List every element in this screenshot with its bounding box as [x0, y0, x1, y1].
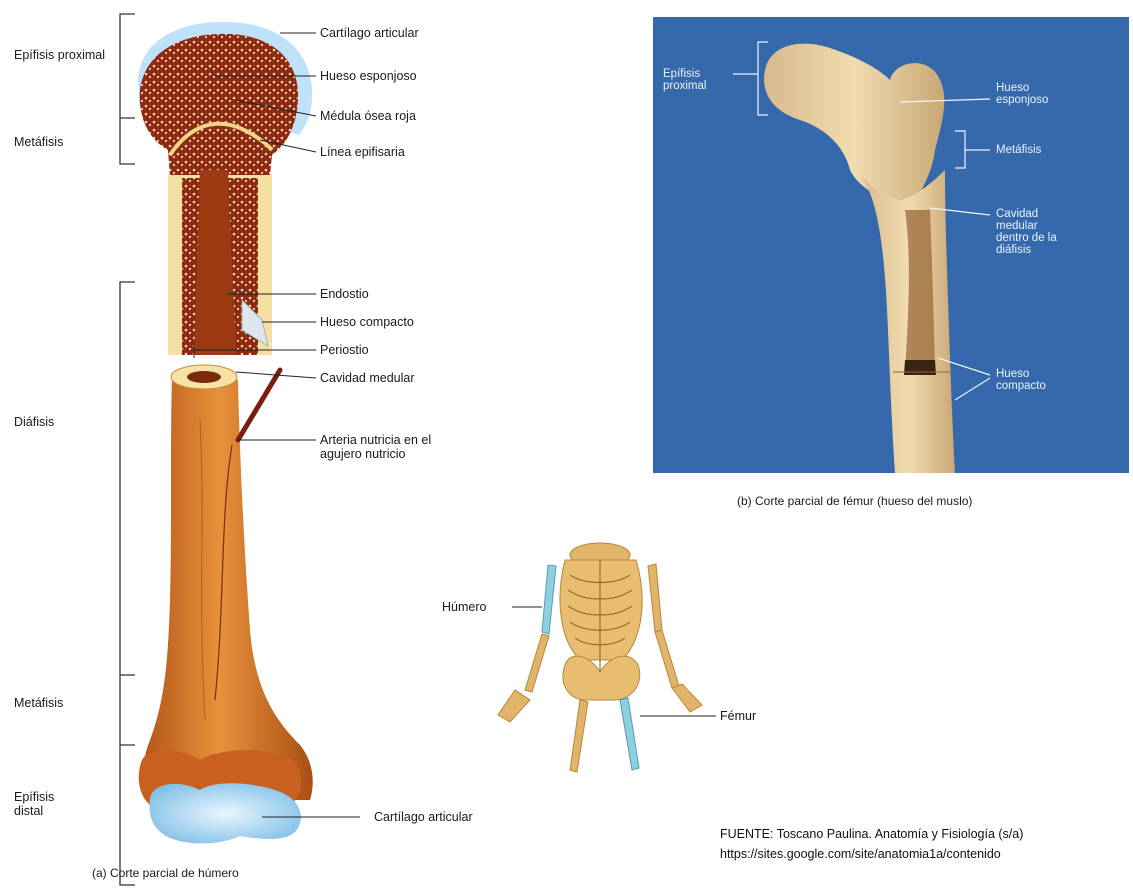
region-label-metafisis-lower: Metáfisis — [14, 696, 63, 710]
label-cartilago-articular-distal: Cartílago articular — [374, 810, 473, 824]
region-label-epifisis-proximal: Epífisis proximal — [14, 48, 105, 62]
label-endostio: Endostio — [320, 287, 369, 301]
skeleton-figure — [498, 543, 702, 772]
label-medula-osea-roja: Médula ósea roja — [320, 109, 416, 123]
humerus-lower — [139, 365, 313, 843]
source-citation: FUENTE: Toscano Paulina. Anatomía y Fisi… — [720, 824, 1023, 844]
caption-humero: (a) Corte parcial de húmero — [92, 866, 239, 880]
label-arteria-nutricia: Arteria nutricia en el agujero nutricio — [320, 433, 460, 461]
humerus-upper — [138, 22, 312, 355]
label-periostio: Periostio — [320, 343, 369, 357]
femur-label-epifisis-proximal: Epífisis proximal — [663, 68, 733, 92]
label-hueso-esponjoso: Hueso esponjoso — [320, 69, 417, 83]
region-label-diafisis: Diáfisis — [14, 415, 54, 429]
label-linea-epifisaria: Línea epifisaria — [320, 145, 405, 159]
label-cartilago-articular-proximal: Cartílago articular — [320, 26, 419, 40]
region-label-epifisis-distal: Epífisis distal — [14, 790, 76, 818]
femur-label-hueso-esponjoso: Hueso esponjoso — [996, 82, 1056, 106]
label-cavidad-medular: Cavidad medular — [320, 371, 415, 385]
source-url: https://sites.google.com/site/anatomia1a… — [720, 844, 1001, 864]
femur-label-metafisis: Metáfisis — [996, 144, 1041, 156]
skeleton-label-humero: Húmero — [442, 600, 486, 614]
label-hueso-compacto: Hueso compacto — [320, 315, 414, 329]
femur-label-hueso-compacto: Hueso compacto — [996, 368, 1060, 392]
skeleton-label-femur: Fémur — [720, 709, 756, 723]
caption-femur: (b) Corte parcial de fémur (hueso del mu… — [737, 494, 972, 508]
femur-label-cavidad-medular: Cavidad medular dentro de la diáfisis — [996, 208, 1060, 256]
region-brackets — [120, 14, 135, 885]
region-label-metafisis-upper: Metáfisis — [14, 135, 63, 149]
